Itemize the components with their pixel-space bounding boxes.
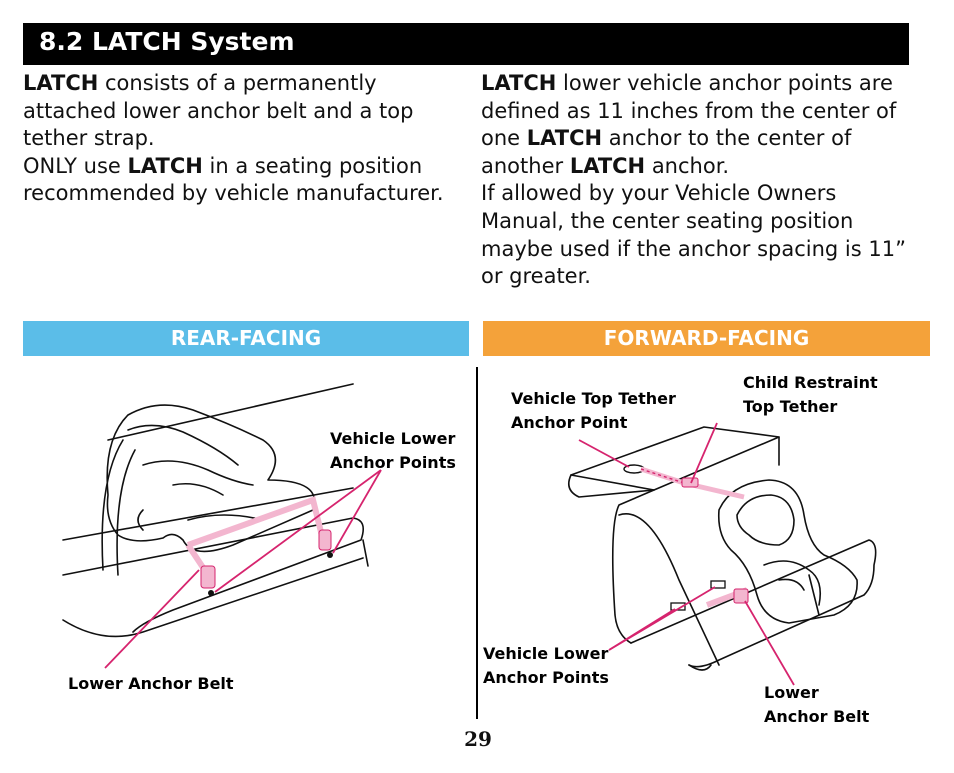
carrier-handle <box>101 439 124 571</box>
page-number: 29 <box>464 727 492 751</box>
label-line: Anchor Points <box>330 453 456 472</box>
anchor-connector <box>200 565 216 589</box>
latch-term: LATCH <box>526 126 603 151</box>
forward-facing-illustration <box>568 422 877 686</box>
seat-back-top-line <box>107 383 354 441</box>
callout-line <box>744 600 795 686</box>
label-line: Top Tether <box>743 397 838 416</box>
seat-cushion <box>630 539 877 668</box>
anchor-connector <box>318 529 332 551</box>
text-span: lower vehicle anchor points are defined … <box>481 71 897 151</box>
latch-term: LATCH <box>569 153 646 178</box>
right-text-column: LATCH lower vehicle anchor points are de… <box>481 70 911 291</box>
label-line: Anchor Point <box>511 413 628 432</box>
section-title: 8.2 LATCH System <box>39 27 295 56</box>
forward-facing-header: FORWARD-FACING <box>483 321 930 356</box>
callout-line <box>608 586 716 651</box>
label-line: Anchor Points <box>483 668 609 687</box>
child-seat-headrest <box>736 494 795 546</box>
text-span: anchor to the center of another <box>481 126 852 178</box>
lower-anchor-point <box>208 590 214 596</box>
label-line: Child Restraint <box>743 373 878 392</box>
label-line: Anchor Belt <box>764 707 870 726</box>
latch-term: LATCH <box>23 71 99 95</box>
text-span: consists of a permanently attached lower… <box>23 71 414 151</box>
right-paragraph-2: If allowed by your Vehicle Owners Manual… <box>481 181 906 289</box>
callout-line <box>578 439 630 468</box>
latch-term: LATCH <box>127 153 203 178</box>
text-span: in a seating position recommended by veh… <box>23 153 444 206</box>
right-paragraph-1: LATCH lower vehicle anchor points are de… <box>481 70 911 180</box>
rear-facing-header: REAR-FACING <box>23 321 469 356</box>
label-line: Vehicle Lower <box>483 644 609 663</box>
seat-back-bottom-line <box>62 487 354 541</box>
seat-cushion-front <box>62 557 364 638</box>
label-line: Vehicle Lower <box>330 429 456 448</box>
lower-anchor-point <box>327 552 333 558</box>
rear-facing-illustration <box>62 383 382 669</box>
callout-line <box>690 422 718 484</box>
text-span: ONLY use <box>23 153 128 178</box>
tether-hook <box>681 477 699 488</box>
child-seat-shell <box>717 479 858 624</box>
callout-line <box>214 469 382 593</box>
left-paragraph-2: ONLY use LATCH in a seating position rec… <box>23 153 468 208</box>
vertical-divider <box>476 367 478 719</box>
callout-line <box>332 469 382 554</box>
rear-vehicle-lower-anchor-label: Vehicle Lower Anchor Points <box>330 427 456 475</box>
left-text-column: LATCH consists of a permanently attached… <box>23 70 468 208</box>
rear-lower-anchor-belt-label: Lower Anchor Belt <box>68 674 234 693</box>
seat-back-side <box>611 489 655 644</box>
forward-top-tether-anchor-label: Vehicle Top Tether Anchor Point <box>511 387 676 435</box>
label-line: Vehicle Top Tether <box>511 389 676 408</box>
forward-lower-anchor-belt-label: Lower Anchor Belt <box>764 681 869 729</box>
callout-line <box>104 569 200 669</box>
section-title-bar: 8.2 LATCH System <box>23 23 909 65</box>
seat-cushion-top <box>62 517 364 633</box>
lower-anchor-strap <box>186 496 326 548</box>
text-span: anchor. <box>645 153 730 178</box>
child-seat-shell <box>106 404 316 553</box>
forward-child-restraint-tether-label: Child Restraint Top Tether <box>743 371 878 419</box>
anchor-connector <box>733 588 749 604</box>
latch-term: LATCH <box>481 71 557 95</box>
lower-anchor-point <box>710 580 726 589</box>
label-line: Lower <box>764 683 819 702</box>
left-paragraph-1: LATCH consists of a permanently attached… <box>23 70 468 153</box>
forward-vehicle-lower-anchor-label: Vehicle Lower Anchor Points <box>483 642 609 690</box>
